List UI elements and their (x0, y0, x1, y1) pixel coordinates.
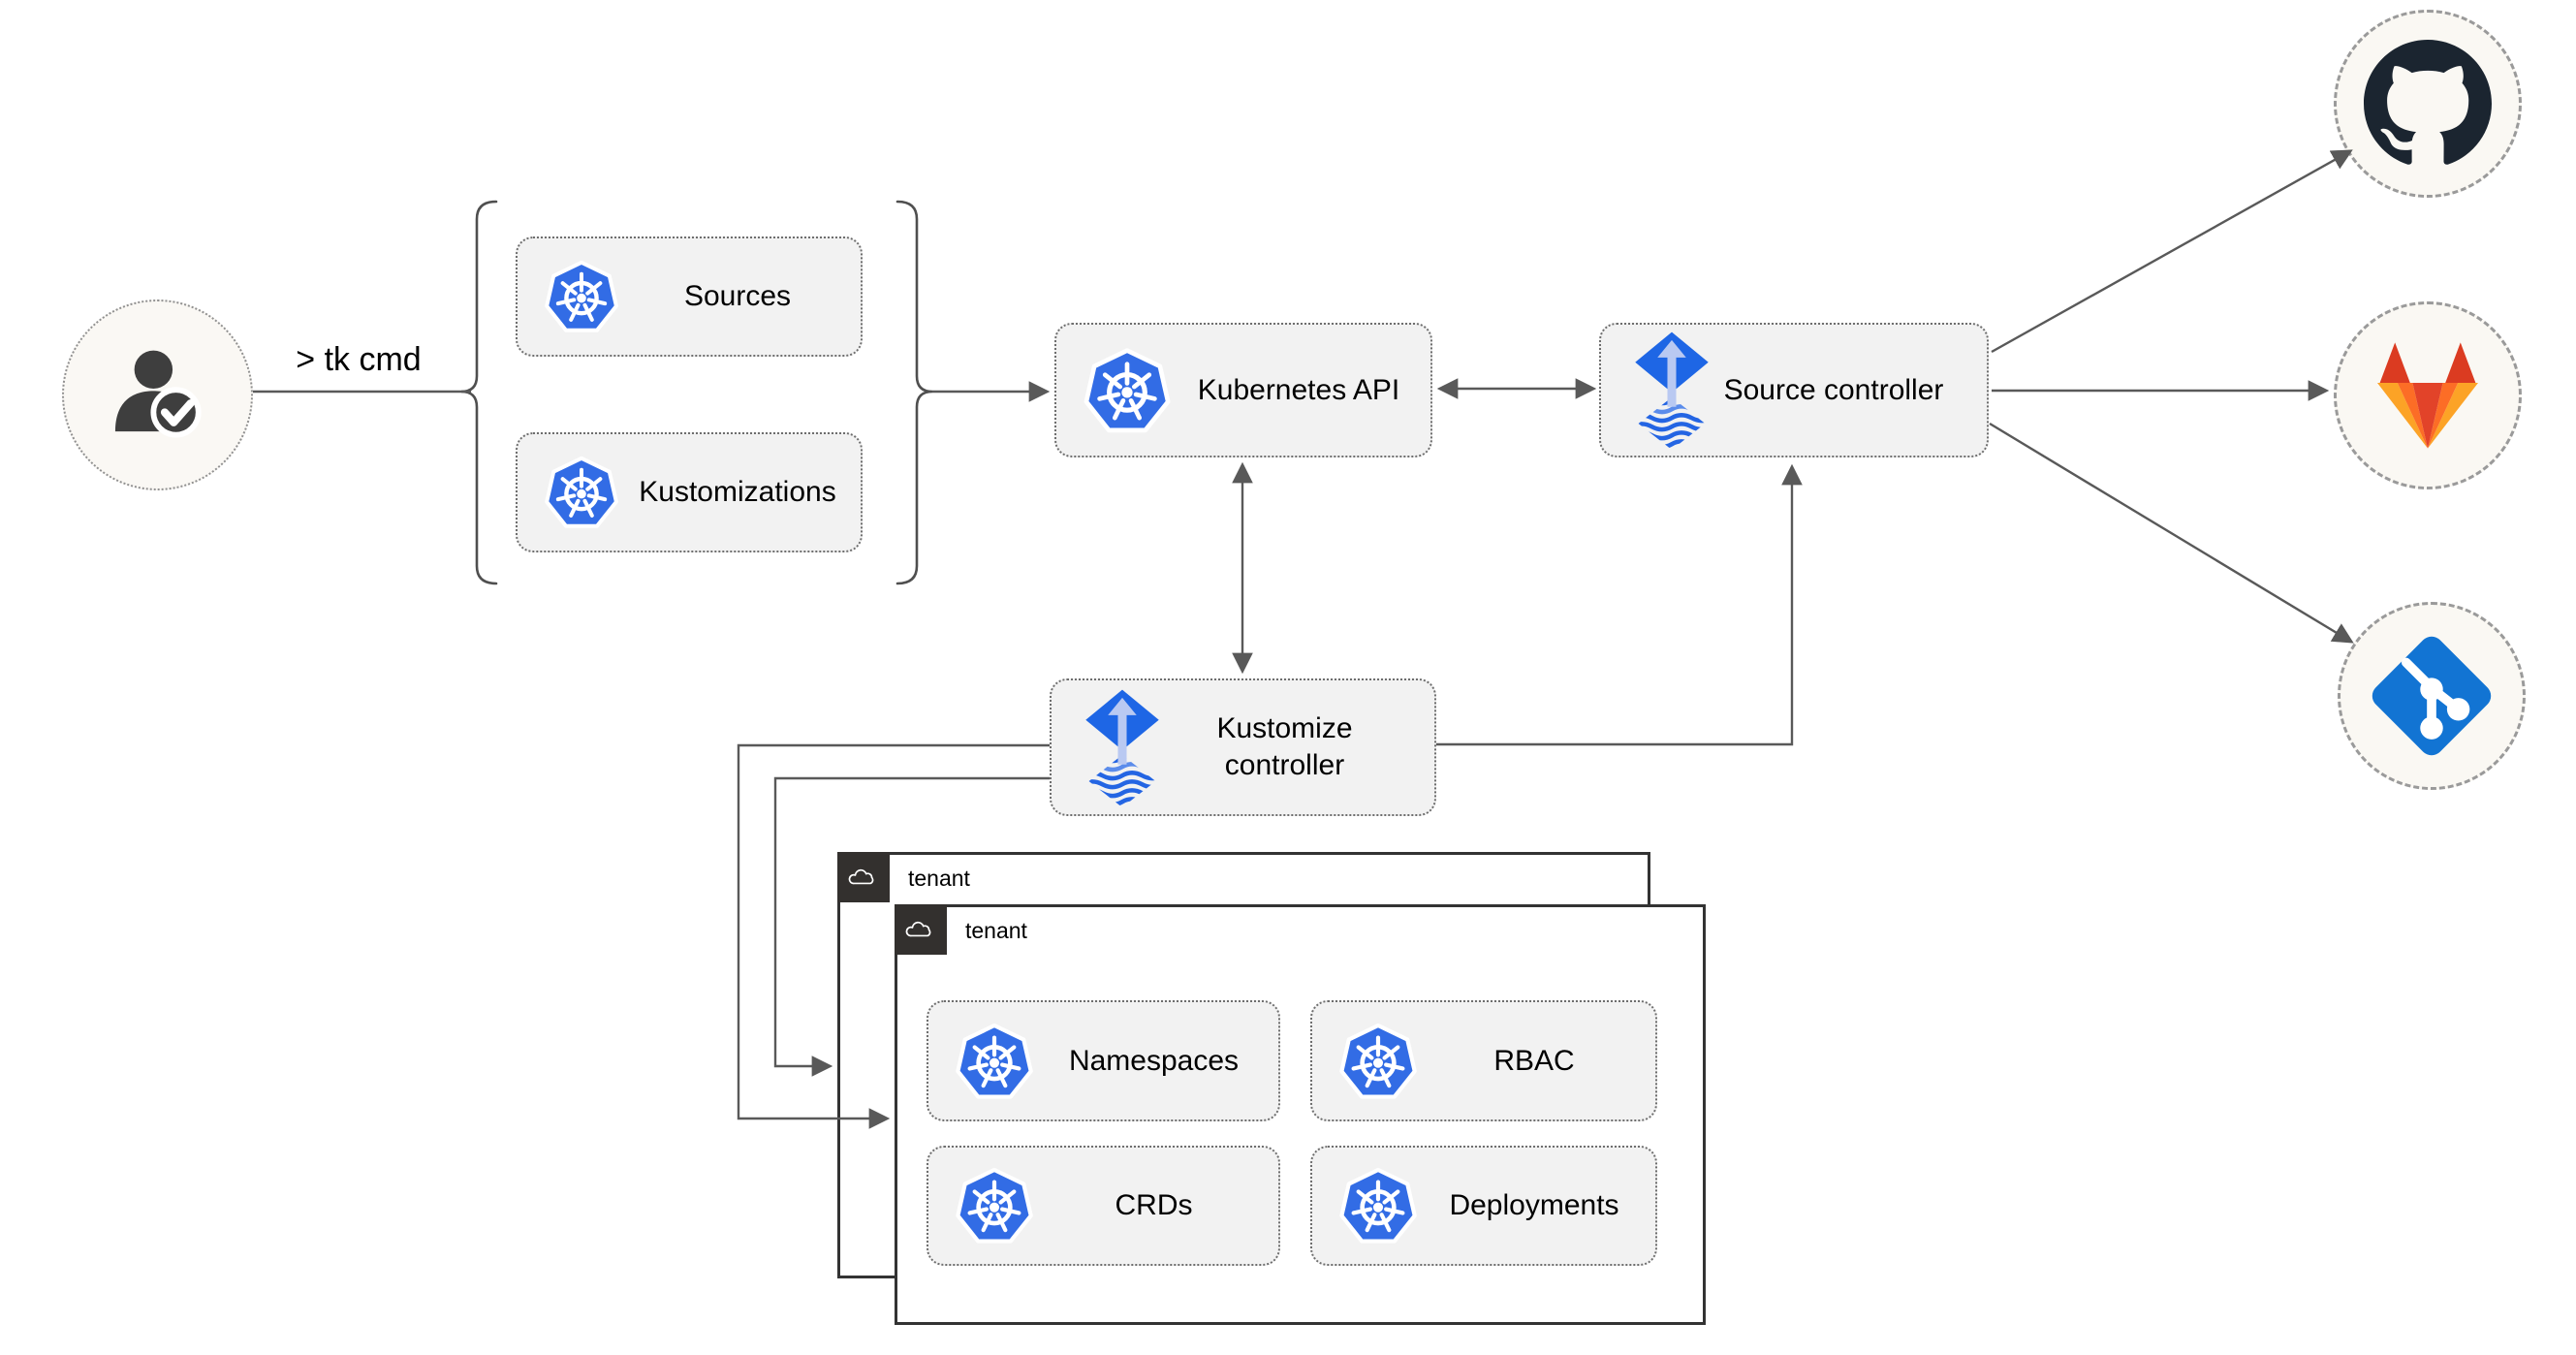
source-controller-node: Source controller (1599, 323, 1989, 457)
kubernetes-icon (1337, 1021, 1419, 1102)
sources-node: Sources (516, 236, 863, 357)
kustomize-controller-node: Kustomize controller (1050, 678, 1436, 816)
right-bracket (895, 200, 933, 585)
kubernetes-icon (954, 1165, 1035, 1246)
cli-command-label: > tk cmd (296, 341, 422, 378)
sources-label: Sources (683, 280, 792, 312)
kustomizations-node: Kustomizations (516, 432, 863, 552)
kubernetes-api-node: Kubernetes API (1054, 323, 1432, 457)
kubernetes-api-label: Kubernetes API (1197, 373, 1400, 406)
kubernetes-icon (543, 454, 620, 531)
namespaces-label: Namespaces (1068, 1044, 1240, 1077)
tenant-label: tenant (965, 918, 1027, 943)
edge-sourcectl-github (1991, 149, 2353, 354)
rbac-label: RBAC (1493, 1044, 1575, 1077)
cloud-tab (837, 852, 890, 902)
kubernetes-icon (1337, 1165, 1419, 1246)
kustomize-controller-label: Kustomize controller (1216, 712, 1353, 781)
left-bracket (460, 200, 498, 585)
tenant-label: tenant (908, 866, 970, 891)
gitlab-circle (2334, 301, 2522, 489)
crds-label: CRDs (1115, 1189, 1193, 1221)
git-circle (2338, 602, 2526, 790)
kustomizations-label: Kustomizations (639, 476, 836, 508)
rbac-node: RBAC (1310, 1000, 1657, 1121)
cloud-tab (895, 904, 947, 955)
flux-icon (1632, 331, 1712, 450)
crds-node: CRDs (927, 1146, 1280, 1266)
cloud-icon (847, 866, 880, 889)
kubernetes-icon (1082, 345, 1173, 436)
deployments-node: Deployments (1310, 1146, 1657, 1266)
edge-sourcectl-git (1989, 422, 2354, 644)
kubernetes-icon (543, 258, 620, 335)
user-circle (62, 299, 253, 490)
deployments-label: Deployments (1449, 1189, 1619, 1221)
git-icon (2365, 629, 2498, 763)
source-controller-label: Source controller (1723, 373, 1944, 406)
github-icon (2364, 40, 2492, 168)
gitlab-icon (2365, 337, 2491, 454)
namespaces-node: Namespaces (927, 1000, 1280, 1121)
kubernetes-icon (954, 1021, 1035, 1102)
cloud-icon (904, 918, 937, 941)
user-check-icon (102, 339, 214, 452)
flux-icon (1083, 688, 1162, 807)
edge-kustomizectl-sourcectl (1436, 463, 1803, 746)
github-circle (2334, 10, 2522, 198)
